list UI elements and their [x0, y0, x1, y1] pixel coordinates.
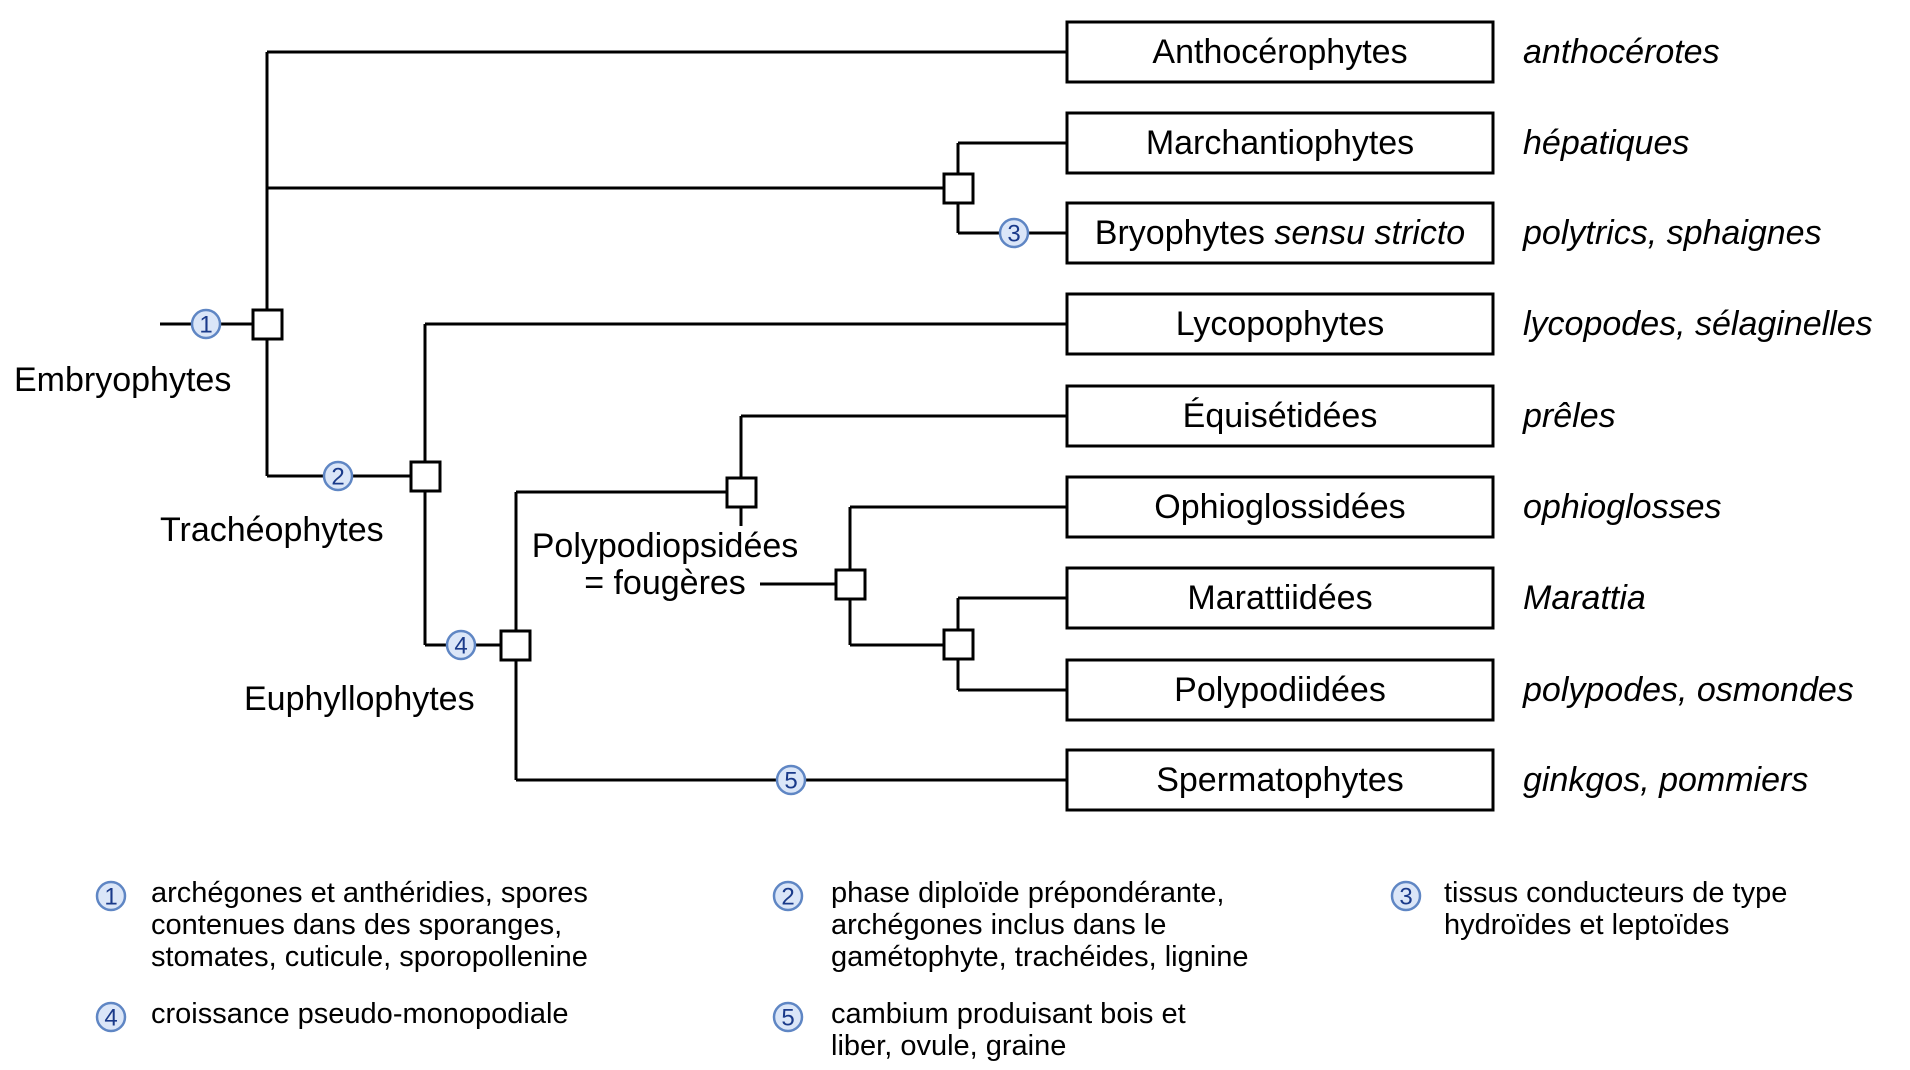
- clade-label-tracheophytes: Trachéophytes: [160, 511, 384, 549]
- svg-text:stomates, cuticule, sporopolle: stomates, cuticule, sporopollenine: [151, 941, 588, 973]
- svg-text:1: 1: [199, 312, 212, 339]
- svg-text:tissus conducteurs de type: tissus conducteurs de type: [1444, 877, 1787, 909]
- badge-5: 5: [775, 764, 807, 796]
- legend-item-1: 1 archégones et anthéridies, spores cont…: [95, 877, 588, 973]
- node-tracheophytes: [409, 460, 442, 493]
- svg-text:Polypodiidées: Polypodiidées: [1174, 671, 1386, 709]
- node-equisetidees-ferns: [725, 476, 758, 509]
- common-name-bryophytes: polytrics, sphaignes: [1522, 214, 1822, 252]
- svg-text:gamétophyte, trachéides, ligni: gamétophyte, trachéides, lignine: [831, 941, 1249, 973]
- legend-item-4: 4 croissance pseudo-monopodiale: [95, 998, 569, 1033]
- common-name-anthocerophytes: anthocérotes: [1523, 33, 1720, 71]
- svg-text:5: 5: [784, 768, 797, 795]
- svg-text:Ophioglossidées: Ophioglossidées: [1154, 488, 1405, 526]
- svg-text:hydroïdes et leptoïdes: hydroïdes et leptoïdes: [1444, 909, 1729, 941]
- svg-text:4: 4: [454, 633, 467, 660]
- taxon-spermatophytes: Spermatophytes: [1065, 748, 1495, 812]
- svg-text:archégones et anthéridies, spo: archégones et anthéridies, spores: [151, 877, 588, 909]
- svg-text:croissance pseudo-monopodiale: croissance pseudo-monopodiale: [151, 998, 569, 1030]
- legend-item-5: 5 cambium produisant bois et liber, ovul…: [772, 998, 1186, 1062]
- taxon-anthocerophytes: Anthocérophytes: [1065, 20, 1495, 84]
- tree-branches: [160, 50, 1067, 782]
- svg-text:3: 3: [1007, 221, 1020, 248]
- clade-label-polypodiopsidees: Polypodiopsidées: [532, 527, 799, 565]
- node-euphyllophytes: [499, 629, 532, 662]
- clade-label-fougeres: = fougères: [584, 564, 746, 602]
- legend: 1 archégones et anthéridies, spores cont…: [95, 877, 1787, 1062]
- clade-label-embryophytes: Embryophytes: [14, 361, 231, 399]
- node-embryophytes: [251, 308, 284, 341]
- svg-text:5: 5: [781, 1005, 794, 1032]
- svg-text:4: 4: [104, 1005, 117, 1032]
- svg-text:Anthocérophytes: Anthocérophytes: [1152, 33, 1407, 71]
- svg-text:cambium produisant bois et: cambium produisant bois et: [831, 998, 1186, 1030]
- badge-3: 3: [998, 217, 1030, 249]
- common-names: anthocérotes hépatiques polytrics, sphai…: [1522, 33, 1873, 799]
- common-name-polypodiidees: polypodes, osmondes: [1522, 671, 1854, 709]
- svg-text:Lycopophytes: Lycopophytes: [1176, 305, 1385, 343]
- svg-text:archégones inclus dans le: archégones inclus dans le: [831, 909, 1166, 941]
- node-marattiidees-polypodiidees: [942, 628, 975, 661]
- badge-1: 1: [190, 308, 222, 340]
- clade-label-euphyllophytes: Euphyllophytes: [244, 680, 475, 718]
- badge-2: 2: [322, 460, 354, 492]
- clade-labels: Embryophytes Trachéophytes Euphyllophyte…: [14, 361, 798, 718]
- common-name-marattiidees: Marattia: [1523, 579, 1646, 617]
- svg-text:2: 2: [781, 884, 794, 911]
- common-name-marchantiophytes: hépatiques: [1523, 124, 1689, 162]
- svg-text:2: 2: [331, 464, 344, 491]
- taxon-lycopophytes: Lycopophytes: [1065, 292, 1495, 356]
- taxon-ophioglossidees: Ophioglossidées: [1065, 475, 1495, 539]
- taxon-polypodiidees: Polypodiidées: [1065, 658, 1495, 722]
- legend-item-3: 3 tissus conducteurs de type hydroïdes e…: [1390, 877, 1787, 941]
- svg-text:Marchantiophytes: Marchantiophytes: [1146, 124, 1414, 162]
- taxon-bryophytes: Bryophytes sensu stricto: [1065, 201, 1495, 265]
- svg-text:Équisétidées: Équisétidées: [1183, 397, 1378, 435]
- badge-4: 4: [445, 629, 477, 661]
- node-bryophytes-group: [942, 172, 975, 205]
- common-name-ophioglossidees: ophioglosses: [1523, 488, 1721, 526]
- taxon-marchantiophytes: Marchantiophytes: [1065, 111, 1495, 175]
- common-name-spermatophytes: ginkgos, pommiers: [1523, 761, 1808, 799]
- svg-text:liber, ovule, graine: liber, ovule, graine: [831, 1030, 1066, 1062]
- common-name-lycopophytes: lycopodes, sélaginelles: [1523, 305, 1873, 343]
- svg-text:Marattiidées: Marattiidées: [1187, 579, 1372, 617]
- svg-text:contenues dans des sporanges,: contenues dans des sporanges,: [151, 909, 562, 941]
- svg-text:phase diploïde prépondérante,: phase diploïde prépondérante,: [831, 877, 1224, 909]
- node-ferns: [834, 568, 867, 601]
- common-name-equisetidees: prêles: [1522, 397, 1616, 435]
- node-markers: [251, 172, 975, 662]
- taxon-boxes: Anthocérophytes Marchantiophytes Bryophy…: [1065, 20, 1495, 812]
- svg-text:Spermatophytes: Spermatophytes: [1156, 761, 1404, 799]
- taxon-equisetidees: Équisétidées: [1065, 384, 1495, 448]
- svg-text:3: 3: [1399, 884, 1412, 911]
- branch-badges: 1 2 3 4 5: [190, 217, 1030, 796]
- svg-text:Bryophytes sensu stricto: Bryophytes sensu stricto: [1095, 214, 1465, 252]
- taxon-marattiidees: Marattiidées: [1065, 566, 1495, 630]
- svg-text:1: 1: [104, 884, 117, 911]
- legend-item-2: 2 phase diploïde prépondérante, archégon…: [772, 877, 1249, 973]
